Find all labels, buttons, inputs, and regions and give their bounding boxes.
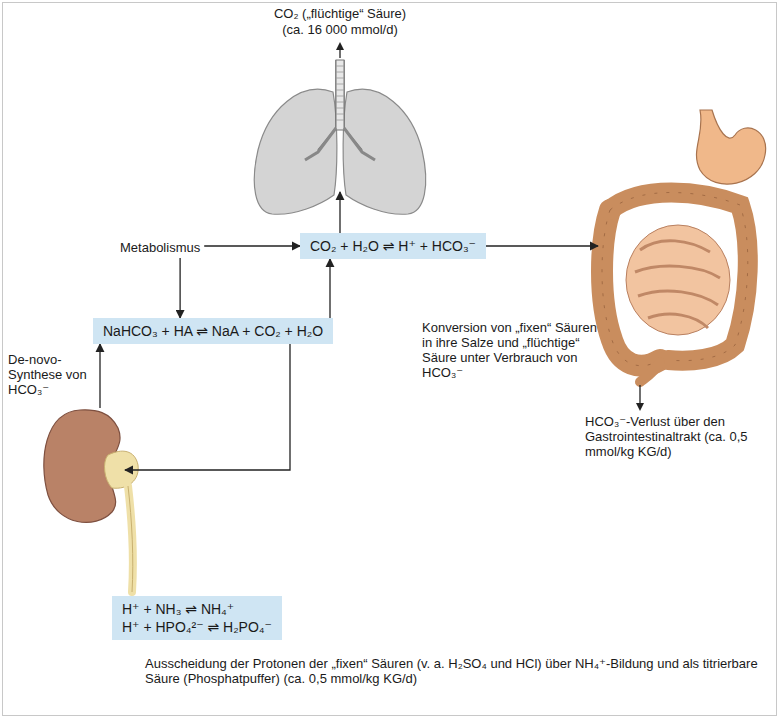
flow-arrow <box>99 344 100 408</box>
reaction-arrow <box>329 259 330 318</box>
buffer-reaction-box: NaHCO₃ + HA ⇌ NaA + CO₂ + H₂O <box>93 318 333 344</box>
gastrointestinal-tract <box>602 110 766 411</box>
formula-text: H⁺ + NH₃ ⇌ NH₄⁺ <box>122 600 272 618</box>
note-text: Konversion von „fixen“ Säuren in ihre Sa… <box>422 320 600 380</box>
formula-text: NaHCO₃ + HA ⇌ NaA + CO₂ + H₂O <box>103 322 323 340</box>
excretion-text: Ausscheidung der Protonen der „fixen“ Sä… <box>145 656 765 686</box>
synthesis-label: De-novo-Synthese von HCO₃⁻ <box>8 352 94 397</box>
kidney <box>44 410 138 592</box>
flow-arrow <box>339 192 340 233</box>
source-label: Metabolismus <box>120 240 200 255</box>
formula-text: CO₂ + H₂O ⇌ H⁺ + HCO₃⁻ <box>310 237 476 255</box>
flow-arrow <box>125 344 290 470</box>
equilibrium-box: CO₂ + H₂O ⇌ H⁺ + HCO₃⁻ <box>300 233 486 259</box>
flow-arrow <box>486 245 598 246</box>
flow-arrow <box>179 258 180 318</box>
formula-text: H⁺ + HPO₄²⁻ ⇌ H₂PO₄⁻ <box>122 618 272 636</box>
output-amount: (ca. 16 000 mmol/d) <box>240 22 440 37</box>
excretion-box: H⁺ + NH₃ ⇌ NH₄⁺H⁺ + HPO₄²⁻ ⇌ H₂PO₄⁻ <box>112 596 282 640</box>
flow-arrow <box>204 245 300 246</box>
lungs <box>254 42 425 214</box>
loss-label: HCO₃⁻-Verlust über den Gastrointestinalt… <box>585 414 765 459</box>
output-label: CO₂ („flüchtige“ Säure) <box>240 6 440 21</box>
